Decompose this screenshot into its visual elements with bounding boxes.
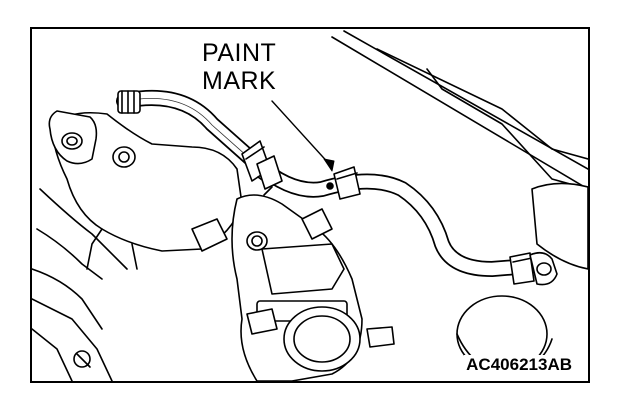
- hose-clamp-3: [333, 166, 361, 200]
- hose-connector-right: [529, 251, 558, 286]
- sensor-connector: [73, 218, 228, 368]
- callout-arrowhead: [323, 158, 335, 172]
- throttle-body: [231, 194, 395, 381]
- paint-mark-label-line2: MARK: [202, 67, 277, 95]
- paint-mark-label: PAINT MARK: [202, 39, 276, 95]
- diagram-frame: PAINT MARK AC406213AB: [30, 27, 590, 383]
- hose-clamp-4: [509, 252, 535, 285]
- paint-mark-label-line1: PAINT: [202, 39, 277, 67]
- engine-cover-outline: [331, 30, 588, 270]
- callout-leader-line: [271, 100, 333, 168]
- paint-mark-dot: [326, 182, 334, 190]
- hose-fitting-left: [117, 90, 141, 114]
- figure-code: AC406213AB: [464, 355, 574, 375]
- manifold-flange: [48, 110, 136, 168]
- hose-clamp-2: [256, 155, 283, 190]
- engine-hose-illustration: [32, 30, 588, 381]
